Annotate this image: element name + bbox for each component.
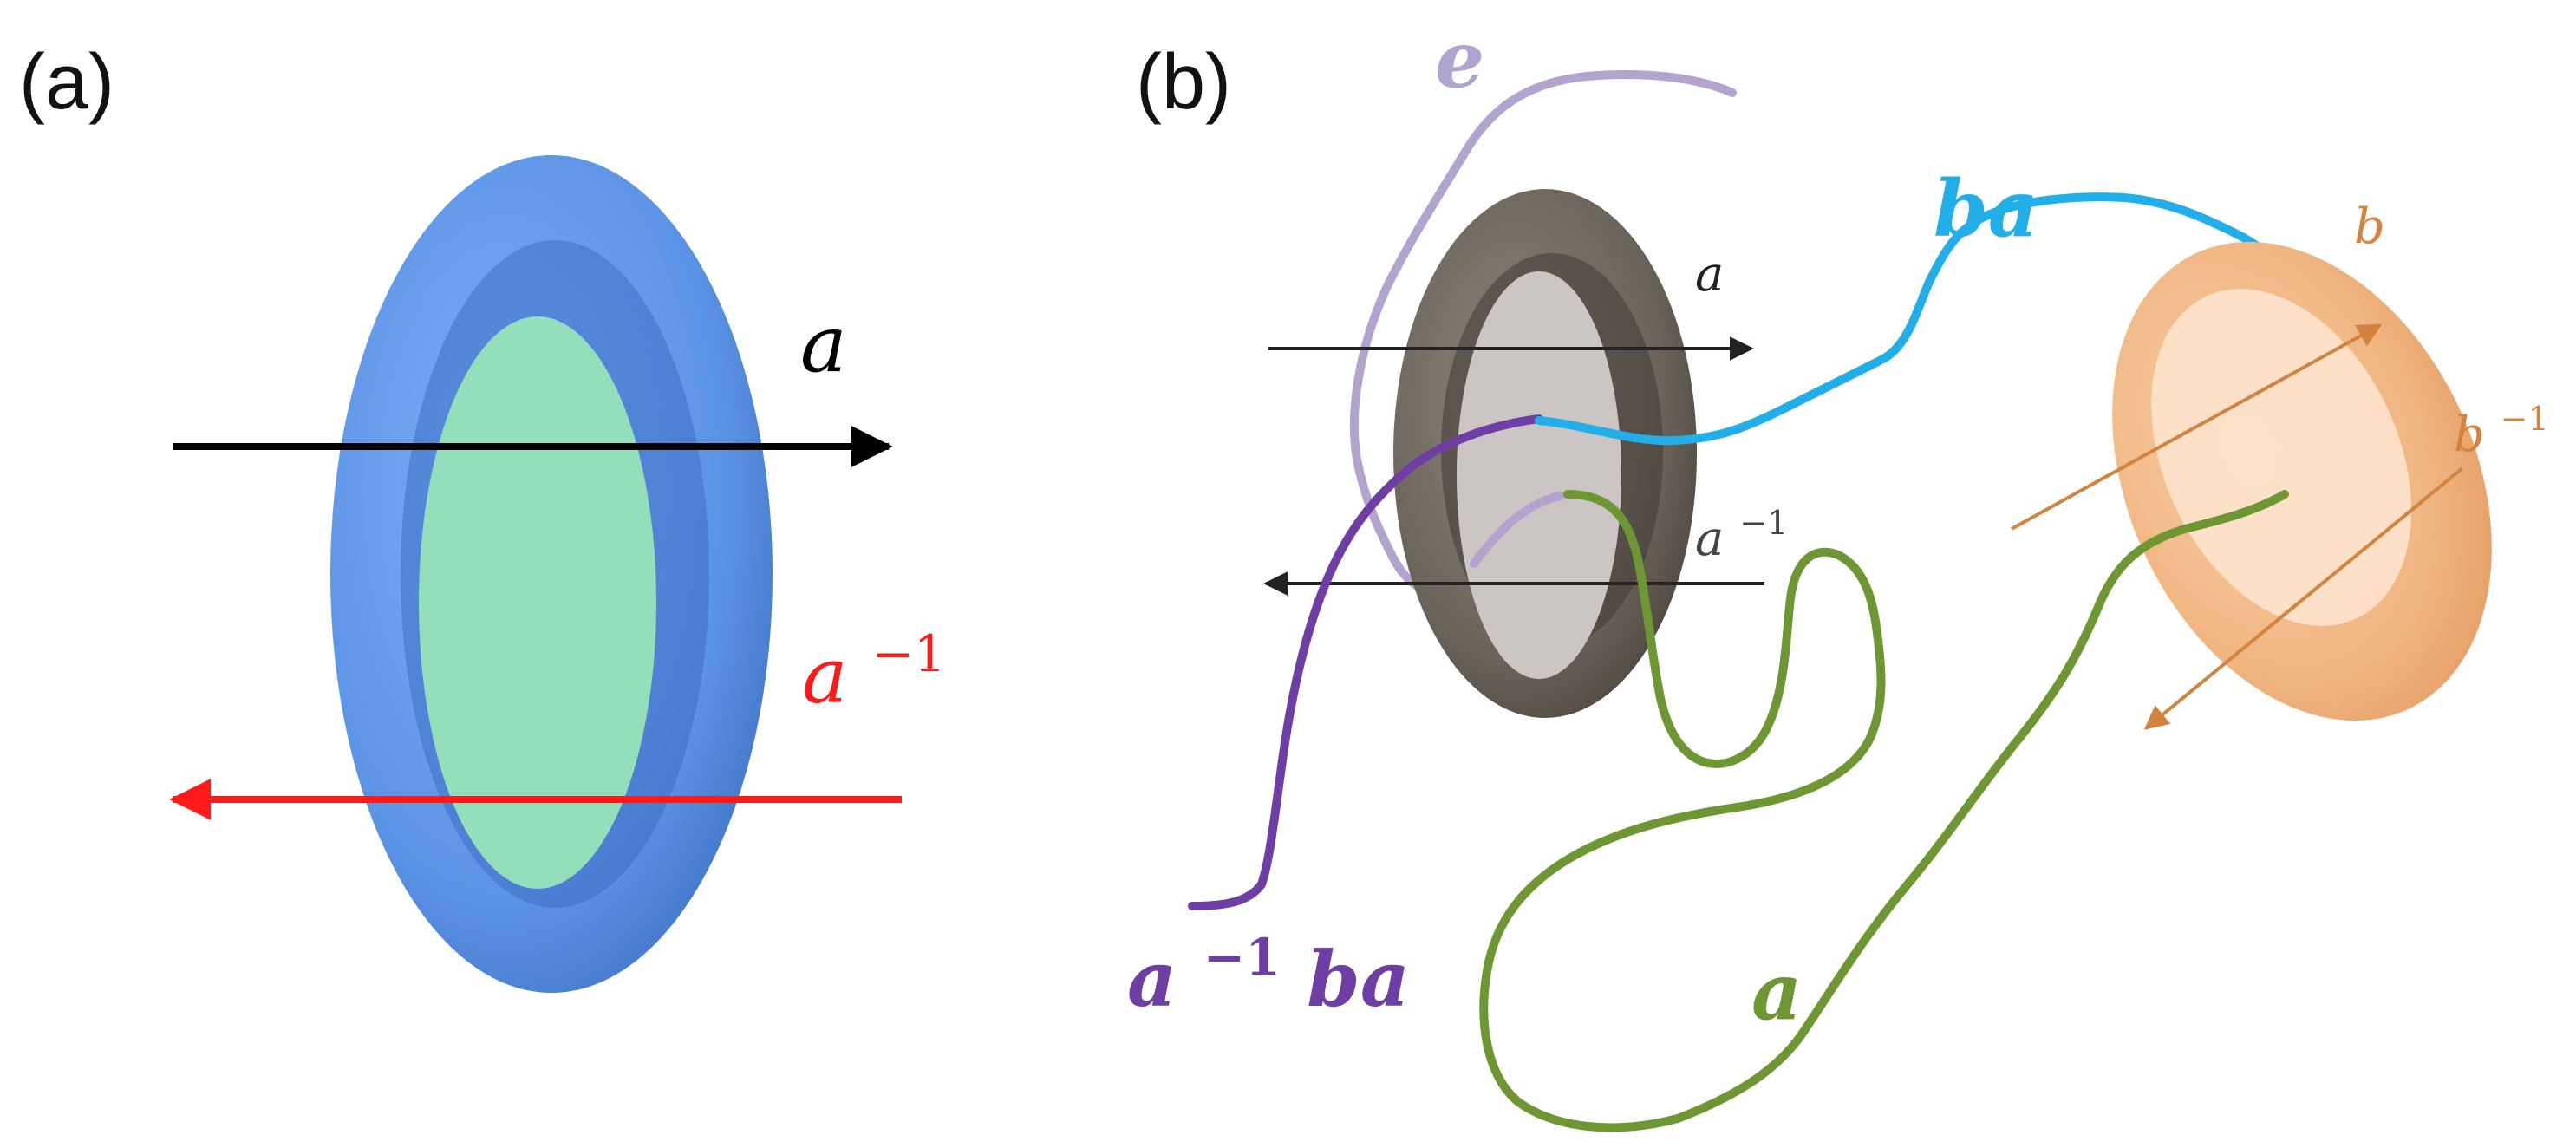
label-conjugate-sup: −1 — [1203, 928, 1281, 987]
label-gray-a-inverse-sup: −1 — [1739, 504, 1788, 542]
label-gray-a-inverse: a −1 — [1695, 504, 1788, 567]
label-orange-b: b — [2354, 199, 2385, 255]
panel-a-group: a a −1 — [169, 155, 946, 993]
gray-disk — [1457, 271, 1621, 679]
label-a-inverse: a −1 — [802, 624, 946, 721]
path-e-front — [1470, 492, 1565, 568]
label-a-forward-base: a — [800, 299, 847, 390]
label-a-inverse-sup: −1 — [871, 624, 946, 683]
label-orange-b-inverse-sup: −1 — [2501, 400, 2549, 438]
panel-b-group: e a a −1 ba b b −1 — [1127, 14, 2549, 1132]
label-conjugate-post: ba — [1307, 934, 1410, 1024]
path-a — [1479, 490, 2289, 1132]
label-ba: ba — [1934, 163, 2038, 255]
label-a-inverse-base: a — [802, 631, 847, 721]
label-gray-a-inverse-base: a — [1695, 511, 1724, 567]
label-e: e — [1435, 14, 1484, 106]
orange-torus-inner — [2151, 289, 2412, 626]
label-orange-b-inverse: b −1 — [2454, 400, 2549, 463]
panel-label-b: (b) — [1136, 39, 1231, 126]
green-disk — [419, 316, 656, 889]
label-conjugate: a −1 ba — [1127, 903, 1410, 1024]
arrow-orange-b-inverse — [2143, 466, 2464, 730]
orange-torus — [2112, 241, 2492, 721]
label-a-green: a — [1751, 946, 1802, 1038]
arrow-orange-b-forward — [2011, 323, 2383, 531]
label-gray-a-forward: a — [1695, 246, 1724, 303]
label-conjugate-pre: a — [1127, 934, 1177, 1024]
path-conjugate — [1188, 414, 1543, 910]
panel-label-a: (a) — [19, 39, 114, 126]
label-orange-b-inverse-base: b — [2454, 407, 2485, 463]
label-a-forward: a — [800, 299, 847, 390]
